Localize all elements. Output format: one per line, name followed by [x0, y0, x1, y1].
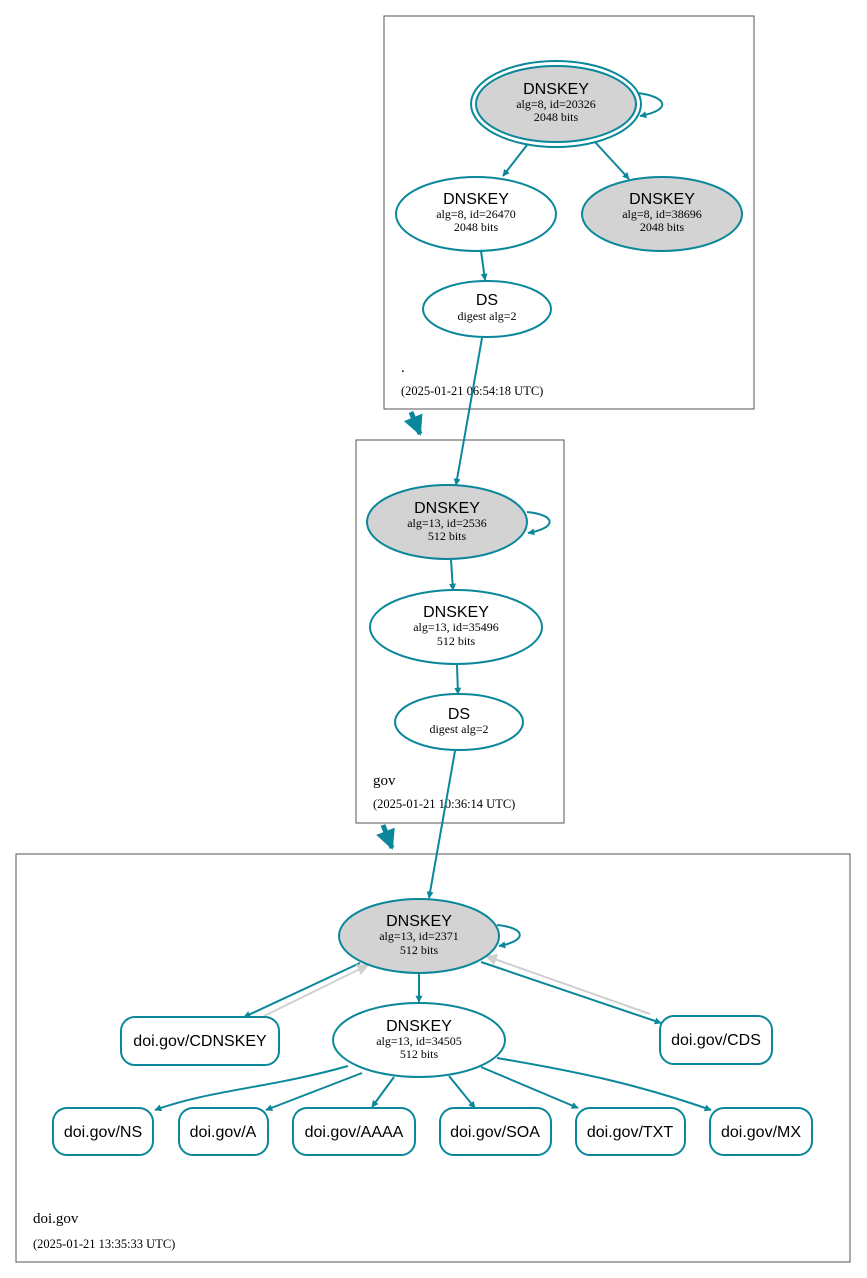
zone-box-doi-gov: [15, 853, 851, 1263]
node-root-zsk-id: alg=8, id=26470: [436, 207, 516, 221]
node-doi-zsk-bits: 512 bits: [400, 1047, 439, 1061]
node-gov-zsk-title: DNSKEY: [423, 604, 489, 621]
node-root-ksk-bits: 2048 bits: [534, 110, 579, 124]
edge-gov-ds-to-doi-ksk: [426, 750, 456, 899]
record-aaaa-label: doi.gov/AAAA: [305, 1124, 404, 1141]
node-doi-ksk-id: alg=13, id=2371: [379, 929, 459, 943]
zone-label-gov: gov: [373, 773, 396, 789]
zone-timestamp-gov: (2025-01-21 10:36:14 UTC): [373, 797, 515, 811]
node-root-zsk2-bits: 2048 bits: [640, 220, 685, 234]
edge-root-ksk-to-zsk: [502, 144, 528, 177]
self-sign-loop-doi-ksk: [496, 924, 521, 949]
edge-doi-zsk-to-ns: [154, 1065, 349, 1112]
node-gov-ksk-bits: 512 bits: [428, 529, 467, 543]
node-gov-ksk-id: alg=13, id=2536: [407, 516, 487, 530]
record-mx-label: doi.gov/MX: [721, 1124, 801, 1141]
node-gov-ds-title: DS: [448, 706, 470, 723]
record-a-label: doi.gov/A: [190, 1124, 257, 1141]
node-doi-zsk-title: DNSKEY: [386, 1018, 452, 1035]
record-cdnskey-label: doi.gov/CDNSKEY: [133, 1033, 267, 1050]
node-gov-ksk-title: DNSKEY: [414, 500, 480, 517]
node-root-zsk2: DNSKEY alg=8, id=38696 2048 bits: [581, 176, 743, 252]
record-ns: doi.gov/NS: [52, 1107, 154, 1156]
node-root-zsk: DNSKEY alg=8, id=26470 2048 bits: [395, 176, 557, 252]
node-doi-ksk-title: DNSKEY: [386, 913, 452, 930]
edge-doi-zsk-to-txt: [480, 1066, 579, 1109]
node-root-zsk-title: DNSKEY: [443, 191, 509, 208]
record-txt: doi.gov/TXT: [575, 1107, 686, 1156]
node-root-ksk: DNSKEY alg=8, id=20326 2048 bits: [470, 60, 642, 148]
edge-doi-ksk-to-cds: [480, 961, 662, 1025]
record-a: doi.gov/A: [178, 1107, 269, 1156]
node-root-zsk-bits: 2048 bits: [454, 220, 499, 234]
node-gov-zsk-id: alg=13, id=35496: [413, 620, 499, 634]
node-doi-ksk: DNSKEY alg=13, id=2371 512 bits: [338, 898, 500, 974]
zone-box-root: [383, 15, 755, 410]
node-root-ds-title: DS: [476, 292, 498, 309]
edge-doi-zsk-to-soa: [448, 1075, 476, 1109]
node-doi-zsk: DNSKEY alg=13, id=34505 512 bits: [332, 1002, 506, 1078]
edge-doi-ksk-to-cdnskey: [243, 962, 361, 1018]
record-aaaa: doi.gov/AAAA: [292, 1107, 416, 1156]
node-doi-zsk-id: alg=13, id=34505: [376, 1034, 462, 1048]
node-root-ksk-title: DNSKEY: [523, 81, 589, 98]
node-root-ksk-id: alg=8, id=20326: [516, 97, 596, 111]
edge-doi-zsk-to-mx: [496, 1057, 712, 1112]
self-sign-loop-root-ksk: [637, 92, 664, 119]
node-gov-ds: DS digest alg=2: [394, 693, 524, 751]
node-root-ds: DS digest alg=2: [422, 280, 552, 338]
node-gov-ksk: DNSKEY alg=13, id=2536 512 bits: [366, 484, 528, 560]
delegation-arrow-root-to-gov: [403, 411, 423, 436]
record-txt-label: doi.gov/TXT: [587, 1124, 673, 1141]
record-cds-label: doi.gov/CDS: [671, 1032, 761, 1049]
record-mx: doi.gov/MX: [709, 1107, 813, 1156]
self-sign-loop-gov-ksk: [526, 511, 551, 536]
record-cdnskey: doi.gov/CDNSKEY: [120, 1016, 280, 1066]
node-root-ds-digest: digest alg=2: [457, 309, 516, 323]
edge-root-ds-to-gov-ksk: [453, 337, 483, 486]
node-root-zsk2-title: DNSKEY: [629, 191, 695, 208]
edge-root-zsk-to-ds: [480, 250, 488, 281]
node-gov-ds-digest: digest alg=2: [429, 722, 488, 736]
record-soa: doi.gov/SOA: [439, 1107, 552, 1156]
edge-cdnskey-to-doi-ksk: [263, 964, 370, 1017]
edge-doi-zsk-to-aaaa: [371, 1076, 395, 1108]
zone-timestamp-doi-gov: (2025-01-21 13:35:33 UTC): [33, 1237, 175, 1251]
record-soa-label: doi.gov/SOA: [450, 1124, 540, 1141]
delegation-arrow-gov-to-doi: [376, 824, 395, 850]
record-ns-label: doi.gov/NS: [64, 1124, 142, 1141]
node-gov-zsk-bits: 512 bits: [437, 634, 476, 648]
zone-label-doi-gov: doi.gov: [33, 1211, 79, 1227]
record-cds: doi.gov/CDS: [659, 1015, 773, 1065]
edge-gov-ksk-to-zsk: [449, 559, 457, 591]
node-root-zsk2-id: alg=8, id=38696: [622, 207, 702, 221]
node-gov-zsk: DNSKEY alg=13, id=35496 512 bits: [369, 589, 543, 665]
edge-cds-to-doi-ksk: [484, 953, 651, 1015]
edge-gov-zsk-to-ds: [454, 664, 462, 695]
zone-box-gov: [355, 439, 565, 824]
edge-doi-zsk-to-a: [265, 1072, 363, 1112]
zone-label-root: .: [401, 360, 405, 376]
node-doi-ksk-bits: 512 bits: [400, 943, 439, 957]
edge-root-ksk-to-zsk2: [594, 141, 630, 180]
